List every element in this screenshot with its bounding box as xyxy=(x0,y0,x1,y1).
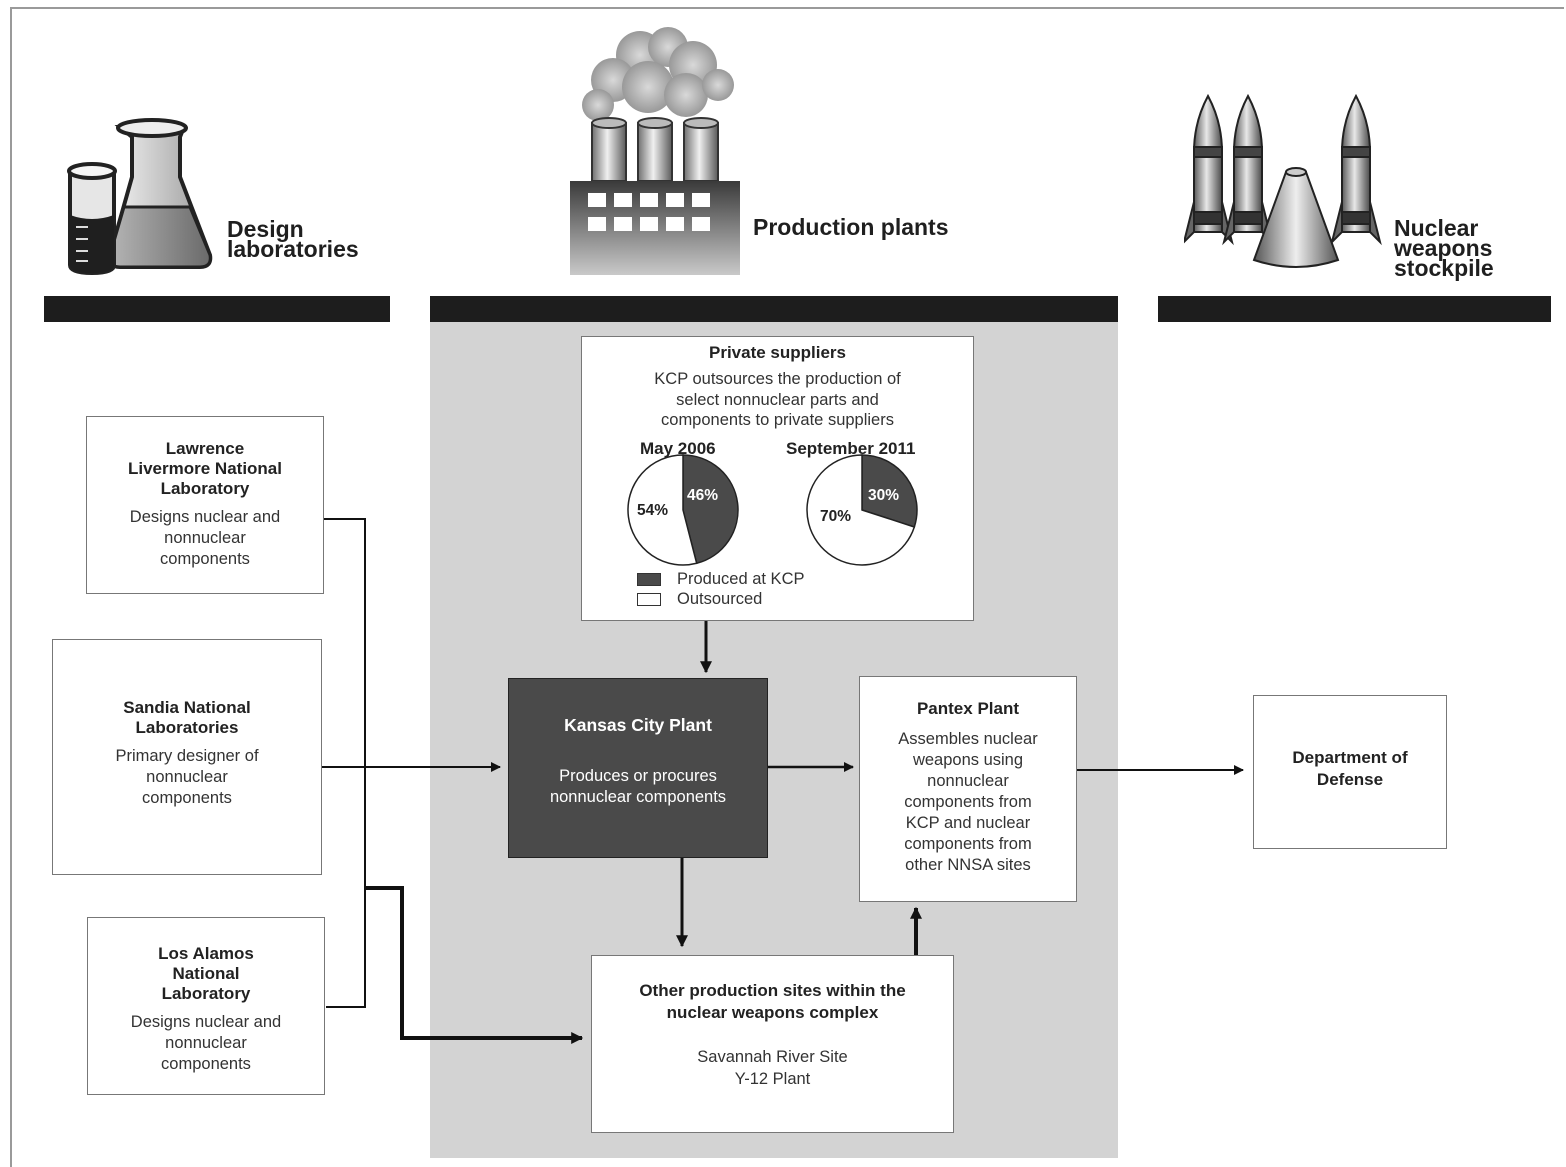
dod-title: Department of Defense xyxy=(1292,748,1408,789)
pie-2006-outsourced-label: 54% xyxy=(637,502,669,519)
pie-1-slice-1 xyxy=(806,454,916,566)
pie-title-2011: September 2011 xyxy=(786,439,916,458)
pie-2011-outsourced-label: 70% xyxy=(820,508,852,525)
llnl-title: Lawrence Livermore National Laboratory xyxy=(128,439,282,498)
private-suppliers-title: Private suppliers xyxy=(708,343,846,362)
legend-label-outsourced: Outsourced xyxy=(677,590,763,608)
other-sites-desc: Savannah River Site Y-12 Plant xyxy=(697,1048,848,1088)
stockpile-bar xyxy=(1158,296,1551,322)
kcp-desc: Produces or procures nonnuclear componen… xyxy=(549,767,727,806)
pie-1-slice-0 xyxy=(861,454,918,528)
figure-frame xyxy=(10,7,1564,1167)
pie-0-slice-0 xyxy=(682,454,739,565)
missiles-warhead-icon xyxy=(1184,93,1382,268)
design-labs-heading: Design laboratories xyxy=(227,216,359,262)
pie-2011-kcp-label: 30% xyxy=(868,487,900,504)
stockpile-heading: Nuclear weapons stockpile xyxy=(1394,215,1494,281)
pie-2006-kcp-label: 46% xyxy=(687,487,719,504)
other-sites-title: Other production sites within the nuclea… xyxy=(639,981,906,1022)
labs-to-other-sites-arrow xyxy=(365,886,584,1044)
factory-smokestacks-icon xyxy=(570,27,740,275)
llnl-connector xyxy=(324,518,366,1008)
sandia-title: Sandia National Laboratories xyxy=(123,698,251,737)
llnl-box: Lawrence Livermore National Laboratory D… xyxy=(86,416,324,594)
pie-0-slice-1 xyxy=(627,454,698,566)
lanl-box: Los Alamos National Laboratory Designs n… xyxy=(87,917,325,1095)
production-plants-heading: Production plants xyxy=(753,214,949,240)
pantex-desc: Assembles nuclear weapons using nonnucle… xyxy=(898,730,1038,874)
department-of-defense-box: Department of Defense xyxy=(1253,695,1447,849)
lanl-title: Los Alamos National Laboratory xyxy=(158,944,254,1003)
private-suppliers-desc: KCP outsources the production of select … xyxy=(654,370,901,429)
other-production-sites-box: Other production sites within the nuclea… xyxy=(591,955,954,1133)
llnl-desc: Designs nuclear and nonnuclear component… xyxy=(129,508,281,568)
pantex-title: Pantex Plant xyxy=(916,699,1020,718)
sandia-box: Sandia National Laboratories Primary des… xyxy=(52,639,322,875)
design-labs-bar xyxy=(44,296,390,322)
legend-swatch-outsourced xyxy=(637,593,661,606)
production-plants-bar xyxy=(430,296,1118,322)
pantex-plant-box: Pantex Plant Assembles nuclear weapons u… xyxy=(859,676,1077,902)
sandia-desc: Primary designer of nonnuclear component… xyxy=(115,747,259,807)
pie-title-2006: May 2006 xyxy=(640,439,716,458)
legend-label-produced: Produced at KCP xyxy=(677,570,805,588)
laboratory-flasks-icon xyxy=(67,118,213,276)
legend-swatch-produced xyxy=(637,573,661,586)
lanl-desc: Designs nuclear and nonnuclear component… xyxy=(130,1013,282,1073)
kcp-title: Kansas City Plant xyxy=(564,715,712,735)
kansas-city-plant-box: Kansas City Plant Produces or procures n… xyxy=(508,678,768,858)
